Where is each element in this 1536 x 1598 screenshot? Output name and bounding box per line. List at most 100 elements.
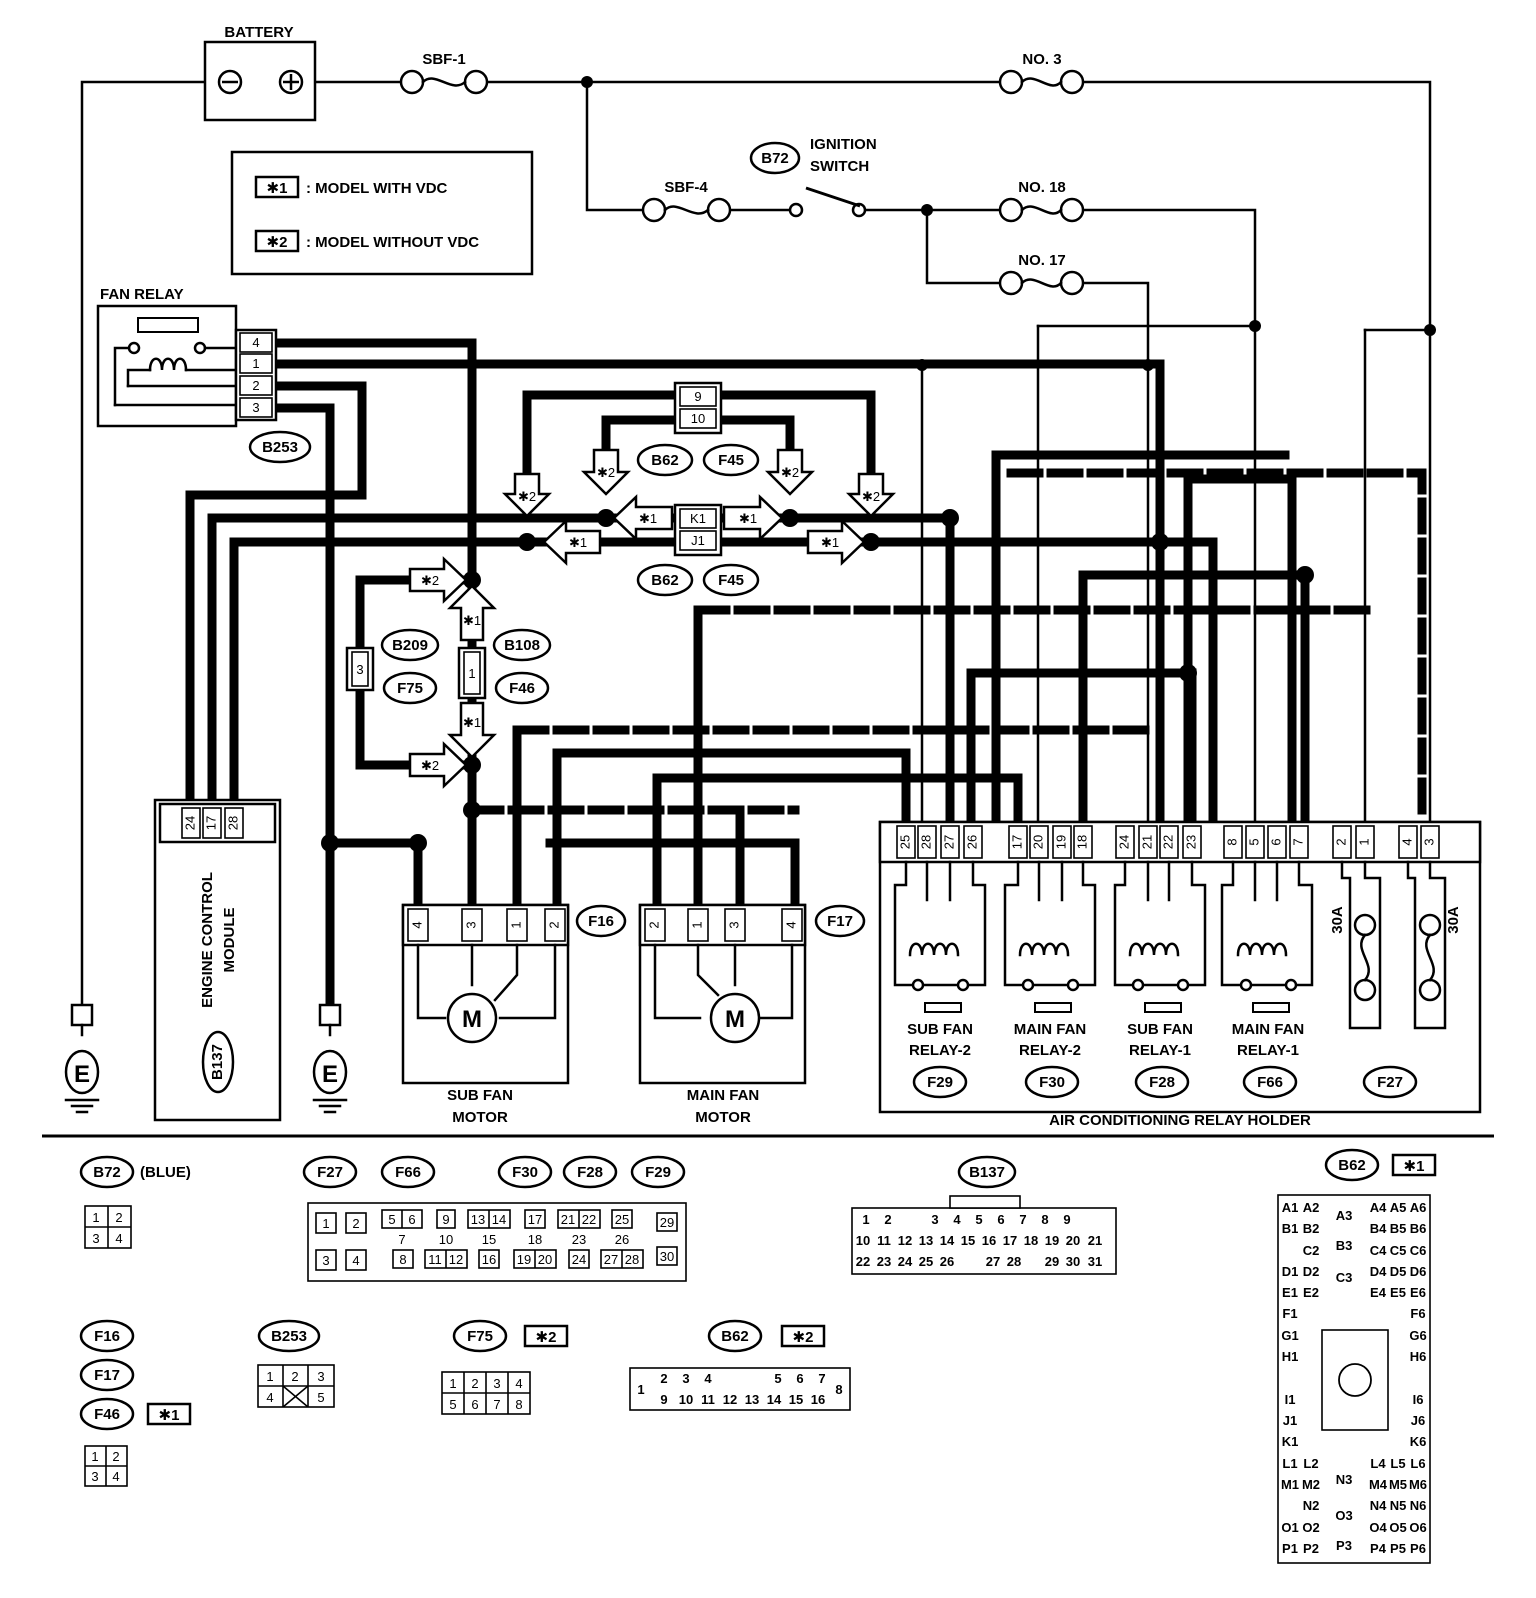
svg-text:C6: C6 [1410, 1243, 1427, 1258]
svg-text:10: 10 [679, 1392, 693, 1407]
svg-text:H1: H1 [1282, 1349, 1299, 1364]
f16-tag: F16 [588, 913, 614, 930]
svg-text:16: 16 [982, 1233, 996, 1248]
b62-tag: B62 [721, 1328, 749, 1345]
svg-text:K6: K6 [1410, 1434, 1427, 1449]
svg-text:14: 14 [767, 1392, 782, 1407]
legend-with-vdc: : MODEL WITH VDC [306, 180, 448, 197]
svg-text:4: 4 [953, 1212, 961, 1227]
svg-text:M2: M2 [1302, 1477, 1320, 1492]
legend-mark-1: ✱1 [267, 180, 288, 197]
f17-pin: 2 [646, 921, 661, 928]
svg-text:D6: D6 [1410, 1264, 1427, 1279]
svg-text:E6: E6 [1410, 1285, 1426, 1300]
svg-text:9: 9 [660, 1392, 667, 1407]
svg-text:19: 19 [1045, 1233, 1059, 1248]
holder-pin: 2 [1333, 838, 1348, 845]
svg-text:6: 6 [796, 1371, 803, 1386]
svg-text:17: 17 [1003, 1233, 1017, 1248]
ecm-pin: 24 [182, 816, 197, 830]
svg-text:30: 30 [660, 1249, 674, 1264]
f45-tag: F45 [718, 452, 744, 469]
svg-text:29: 29 [660, 1215, 674, 1230]
svg-text:8: 8 [1041, 1212, 1048, 1227]
motor-m: M [725, 1006, 745, 1033]
svg-text:30: 30 [1066, 1254, 1080, 1269]
engine-control-module: 24 17 28 ENGINE CONTROL MODULE B137 [153, 798, 282, 1122]
relay-label: SUB FAN [907, 1021, 973, 1038]
svg-text:A4: A4 [1370, 1200, 1387, 1215]
svg-text:J1: J1 [1283, 1413, 1297, 1428]
svg-text:5: 5 [449, 1397, 456, 1412]
relay-label: RELAY-2 [1019, 1042, 1081, 1059]
svg-text:8: 8 [399, 1252, 406, 1267]
f17-pin: 1 [689, 921, 704, 928]
svg-text:12: 12 [449, 1252, 463, 1267]
svg-text:23: 23 [877, 1254, 891, 1269]
arrow-mark-1: ✱1 [463, 715, 481, 730]
ignition-switch: B72 IGNITION SWITCH [749, 136, 877, 218]
svg-text:N4: N4 [1370, 1498, 1387, 1513]
svg-text:23: 23 [572, 1232, 586, 1247]
svg-text:28: 28 [1007, 1254, 1021, 1269]
f46-mark-1: ✱1 [159, 1407, 180, 1424]
holder-pin: 7 [1290, 838, 1305, 845]
svg-text:2: 2 [115, 1210, 122, 1225]
arrow-mark-2: ✱2 [518, 489, 536, 504]
arrow-mark-1: ✱1 [739, 511, 757, 526]
svg-text:1: 1 [449, 1376, 456, 1391]
svg-text:L2: L2 [1303, 1456, 1318, 1471]
f16-tag: F16 [94, 1328, 120, 1345]
svg-text:E2: E2 [1303, 1285, 1319, 1300]
fan-relay: FAN RELAY 4 1 2 3 B253 [96, 286, 312, 464]
pin-j1: J1 [691, 533, 705, 548]
ecm-pin: 17 [203, 816, 218, 830]
f16-pin: 2 [546, 921, 561, 928]
svg-text:5: 5 [975, 1212, 982, 1227]
connector-9-10: 9 10 B62 F45 [636, 381, 760, 477]
svg-text:A5: A5 [1390, 1200, 1407, 1215]
svg-text:H6: H6 [1410, 1349, 1427, 1364]
svg-text:O3: O3 [1335, 1508, 1352, 1523]
relay-sub-fan-2: SUB FAN RELAY-2 F29 [893, 860, 987, 1099]
power-wiring [80, 80, 1432, 1007]
svg-text:18: 18 [1024, 1233, 1038, 1248]
svg-text:P3: P3 [1336, 1538, 1352, 1553]
svg-text:25: 25 [919, 1254, 933, 1269]
f27-tag: F27 [317, 1164, 343, 1181]
b253-tag: B253 [262, 439, 298, 456]
svg-text:P6: P6 [1410, 1541, 1426, 1556]
svg-text:3: 3 [931, 1212, 938, 1227]
svg-text:N5: N5 [1390, 1498, 1407, 1513]
pin-10: 10 [691, 411, 705, 426]
relay-main-fan-1: MAIN FAN RELAY-1 F66 [1220, 860, 1314, 1099]
fan-relay-pins: 4 1 2 3 [239, 332, 273, 418]
svg-text:O6: O6 [1409, 1520, 1426, 1535]
svg-text:16: 16 [482, 1252, 496, 1267]
svg-text:I6: I6 [1413, 1392, 1424, 1407]
holder-pin: 22 [1160, 835, 1175, 849]
arrow-mark-2: ✱2 [421, 573, 439, 588]
arrow-mark-2: ✱2 [421, 758, 439, 773]
sub-fan-motor: 4 3 1 2 M SUB FAN MOTOR F16 [401, 903, 627, 1126]
f29-tag: F29 [645, 1164, 671, 1181]
svg-text:3: 3 [317, 1369, 324, 1384]
svg-text:2: 2 [352, 1216, 359, 1231]
fuse-no18: NO. 18 [998, 179, 1085, 223]
holder-pin: 20 [1030, 835, 1045, 849]
svg-text:7: 7 [818, 1371, 825, 1386]
arrow-mark-1: ✱1 [463, 613, 481, 628]
svg-text:15: 15 [789, 1392, 803, 1407]
svg-text:21: 21 [1088, 1233, 1102, 1248]
fuse-sbf1: SBF-1 [399, 51, 489, 95]
legend: ✱1 : MODEL WITH VDC ✱2 : MODEL WITHOUT V… [230, 150, 534, 276]
svg-text:1: 1 [266, 1369, 273, 1384]
f45-tag: F45 [718, 572, 744, 589]
holder-pin: 25 [897, 835, 912, 849]
svg-text:8: 8 [835, 1382, 842, 1397]
svg-text:G1: G1 [1281, 1328, 1298, 1343]
svg-text:19: 19 [517, 1252, 531, 1267]
arrow-mark-1: ✱1 [639, 511, 657, 526]
